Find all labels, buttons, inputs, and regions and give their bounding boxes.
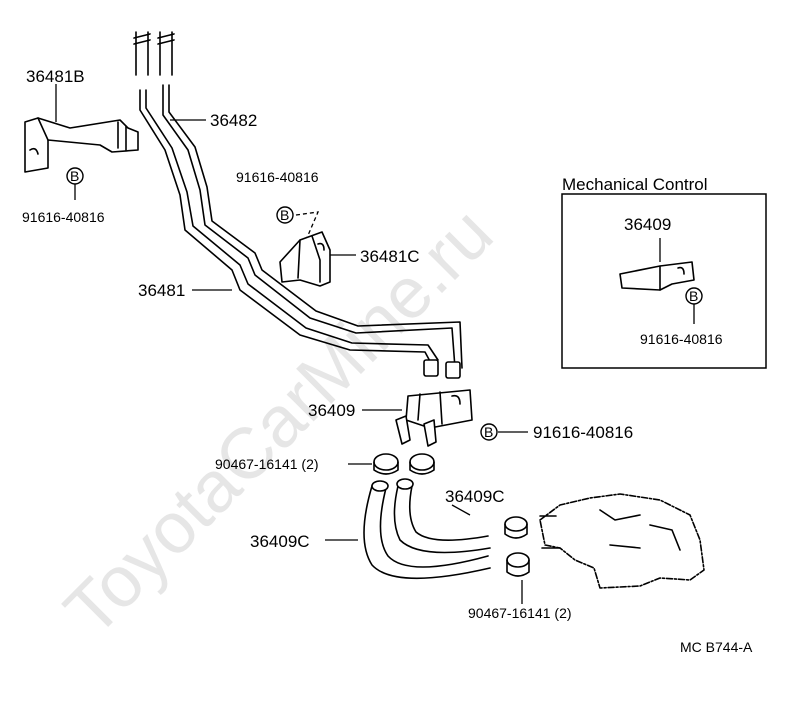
- label-hose-upper: 36409C: [445, 487, 505, 506]
- bolt-badge-left: B: [66, 167, 84, 185]
- inset-mechanical-control: Mechanical Control 36409 B 91616-40816: [561, 175, 767, 369]
- label-clip-lower: 90467-16141 (2): [468, 605, 572, 621]
- pipe-assembly: [133, 31, 463, 379]
- label-bolt-right: 91616-40816: [533, 423, 633, 442]
- label-36482: 36482: [210, 111, 257, 130]
- clamp-36481c: [279, 231, 331, 287]
- label-36481c: 36481C: [360, 247, 420, 266]
- label-36481: 36481: [138, 281, 185, 300]
- hose-36409c-left: [363, 480, 491, 580]
- inset-title: Mechanical Control: [562, 175, 708, 194]
- label-bolt-mid: 91616-40816: [236, 169, 319, 185]
- clip-pair-upper: [373, 453, 435, 475]
- inset-label-36409: 36409: [624, 215, 671, 234]
- bolt-badge-mid: B: [276, 206, 294, 224]
- bracket-36481b: [24, 117, 139, 173]
- label-36481b: 36481B: [26, 67, 85, 86]
- bracket-36409: [395, 389, 473, 447]
- hose-36409c-right: [393, 478, 491, 554]
- label-hose-left: 36409C: [250, 532, 310, 551]
- clip-pair-lower: [504, 516, 530, 577]
- label-bolt-left: 91616-40816: [22, 209, 105, 225]
- bolt-badge-right: B: [480, 423, 498, 441]
- inset-bolt-badge: B: [689, 288, 698, 304]
- diagram-code: MC B744-A: [680, 639, 753, 655]
- svg-text:B: B: [280, 207, 289, 223]
- inset-bolt-label: 91616-40816: [640, 331, 723, 347]
- label-36409: 36409: [308, 401, 355, 420]
- label-clip-upper: 90467-16141 (2): [215, 456, 319, 472]
- svg-text:B: B: [70, 168, 79, 184]
- svg-text:B: B: [484, 424, 493, 440]
- engine-outline: [539, 493, 705, 589]
